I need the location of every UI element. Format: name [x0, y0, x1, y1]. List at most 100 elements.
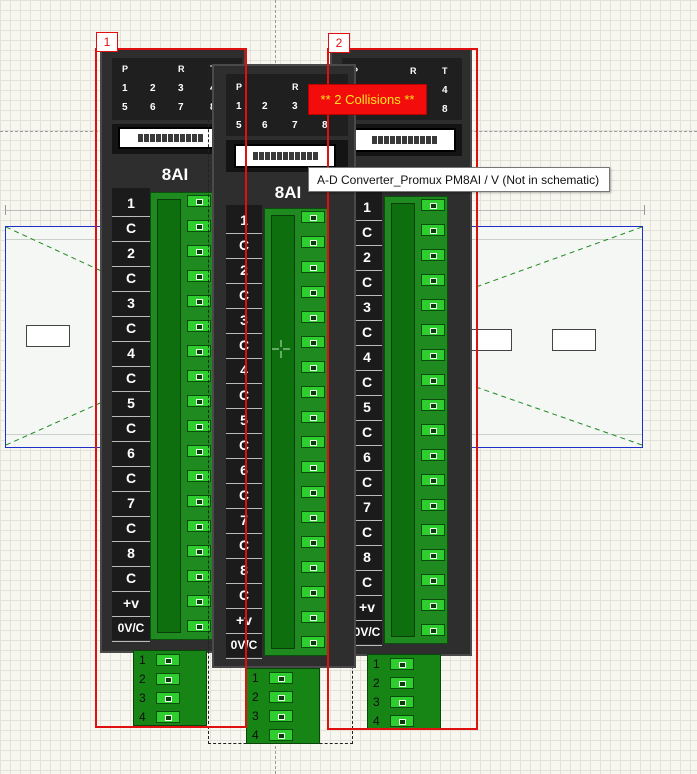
- terminal-screw[interactable]: [187, 370, 211, 382]
- terminal-screw[interactable]: [301, 211, 325, 223]
- module-1-badge[interactable]: 1: [96, 32, 118, 52]
- channel-label: C: [112, 317, 150, 342]
- plug-terminal[interactable]: [156, 673, 180, 685]
- module-3-terminal-strip: [264, 208, 328, 656]
- module-3-dip-switch[interactable]: [234, 144, 336, 168]
- terminal-screw[interactable]: [187, 420, 211, 432]
- plug-terminal[interactable]: [390, 696, 414, 708]
- terminal-screw[interactable]: [187, 545, 211, 557]
- terminal-screw[interactable]: [187, 320, 211, 332]
- terminal-screw[interactable]: [421, 249, 445, 261]
- terminal-screw[interactable]: [421, 549, 445, 561]
- channel-label: 3: [352, 296, 382, 321]
- terminal-screw[interactable]: [187, 570, 211, 582]
- channel-label: 2: [226, 259, 262, 284]
- channel-label: C: [352, 221, 382, 246]
- terminal-screw[interactable]: [421, 349, 445, 361]
- channel-label: C: [112, 417, 150, 442]
- channel-label: 2: [112, 242, 150, 267]
- plug-terminal[interactable]: [156, 692, 180, 704]
- terminal-screw[interactable]: [421, 599, 445, 611]
- terminal-screw[interactable]: [187, 395, 211, 407]
- channel-label: 8: [352, 546, 382, 571]
- terminal-screw[interactable]: [421, 624, 445, 636]
- terminal-screw[interactable]: [421, 524, 445, 536]
- terminal-screw[interactable]: [187, 445, 211, 457]
- terminal-screw[interactable]: [301, 511, 325, 523]
- plug-terminal[interactable]: [269, 691, 293, 703]
- terminal-screw[interactable]: [301, 261, 325, 273]
- terminal-screw[interactable]: [301, 361, 325, 373]
- terminal-screw[interactable]: [187, 495, 211, 507]
- terminal-screw[interactable]: [301, 586, 325, 598]
- channel-label: 7: [352, 496, 382, 521]
- terminal-screw[interactable]: [187, 295, 211, 307]
- channel-label: 1: [352, 196, 382, 221]
- terminal-screw[interactable]: [187, 245, 211, 257]
- channel-label: C: [226, 584, 262, 609]
- plug-terminal[interactable]: [156, 654, 180, 666]
- terminal-screw[interactable]: [301, 311, 325, 323]
- terminal-screw[interactable]: [421, 499, 445, 511]
- terminal-screw[interactable]: [301, 411, 325, 423]
- terminal-screw[interactable]: [301, 486, 325, 498]
- channel-label: 6: [112, 442, 150, 467]
- channel-label: +v: [226, 609, 262, 634]
- terminal-screw[interactable]: [301, 336, 325, 348]
- terminal-screw[interactable]: [301, 461, 325, 473]
- module-1-dip-switch[interactable]: [118, 127, 222, 149]
- terminal-screw[interactable]: [301, 561, 325, 573]
- terminal-screw[interactable]: [187, 345, 211, 357]
- plug-terminal[interactable]: [390, 715, 414, 727]
- plug-terminal[interactable]: [390, 677, 414, 689]
- plug-terminal[interactable]: [390, 658, 414, 670]
- module-2-terminal-strip: [384, 196, 448, 644]
- channel-label: C: [112, 267, 150, 292]
- terminal-screw[interactable]: [301, 436, 325, 448]
- module-3-title: 8AI: [274, 183, 302, 202]
- channel-label: 0V/C: [226, 634, 262, 659]
- channel-label: 0V/C: [352, 621, 382, 646]
- channel-label: C: [352, 571, 382, 596]
- terminal-screw[interactable]: [187, 270, 211, 282]
- terminal-screw[interactable]: [421, 374, 445, 386]
- channel-label: 2: [352, 246, 382, 271]
- terminal-screw[interactable]: [301, 611, 325, 623]
- terminal-screw[interactable]: [421, 224, 445, 236]
- channel-label: C: [352, 321, 382, 346]
- module-2-badge[interactable]: 2: [328, 33, 350, 53]
- channel-label: 3: [112, 292, 150, 317]
- terminal-screw[interactable]: [187, 470, 211, 482]
- terminal-screw[interactable]: [187, 595, 211, 607]
- channel-label: C: [352, 521, 382, 546]
- terminal-screw[interactable]: [301, 286, 325, 298]
- plug-terminal[interactable]: [156, 711, 180, 723]
- terminal-screw[interactable]: [421, 574, 445, 586]
- terminal-screw[interactable]: [421, 474, 445, 486]
- plug-terminal[interactable]: [269, 729, 293, 741]
- terminal-screw[interactable]: [421, 399, 445, 411]
- terminal-screw[interactable]: [421, 274, 445, 286]
- terminal-screw[interactable]: [187, 520, 211, 532]
- channel-label: 8: [112, 542, 150, 567]
- terminal-screw[interactable]: [421, 449, 445, 461]
- terminal-screw[interactable]: [301, 636, 325, 648]
- terminal-screw[interactable]: [187, 220, 211, 232]
- plug-pin-label: 2: [139, 672, 146, 686]
- terminal-screw[interactable]: [421, 299, 445, 311]
- terminal-screw[interactable]: [301, 236, 325, 248]
- terminal-screw[interactable]: [421, 199, 445, 211]
- terminal-screw[interactable]: [421, 324, 445, 336]
- terminal-screw[interactable]: [187, 620, 211, 632]
- plug-pin-label: 4: [139, 710, 146, 724]
- terminal-screw[interactable]: [187, 195, 211, 207]
- plug-terminal[interactable]: [269, 672, 293, 684]
- terminal-screw[interactable]: [301, 386, 325, 398]
- terminal-screw[interactable]: [301, 536, 325, 548]
- channel-label: 7: [112, 492, 150, 517]
- plug-terminal[interactable]: [269, 710, 293, 722]
- terminal-screw[interactable]: [421, 424, 445, 436]
